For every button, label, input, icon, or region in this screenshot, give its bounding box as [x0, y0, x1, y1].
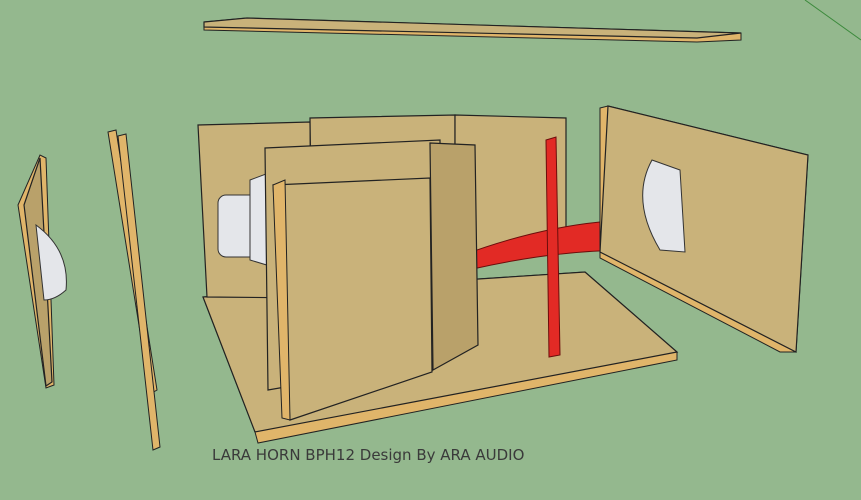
- left-baffle-panel: [17, 154, 67, 389]
- driver-icon: [35, 223, 67, 301]
- top-panel: [203, 17, 742, 43]
- axis-line: [804, 0, 861, 41]
- left-side-panels: [107, 129, 161, 451]
- right-baffle-panel: [599, 105, 809, 353]
- driver-icon: [642, 159, 686, 253]
- caption: LARA HORN BPH12 Design By ARA AUDIO: [212, 446, 525, 464]
- horn-fold-panels: [264, 139, 479, 421]
